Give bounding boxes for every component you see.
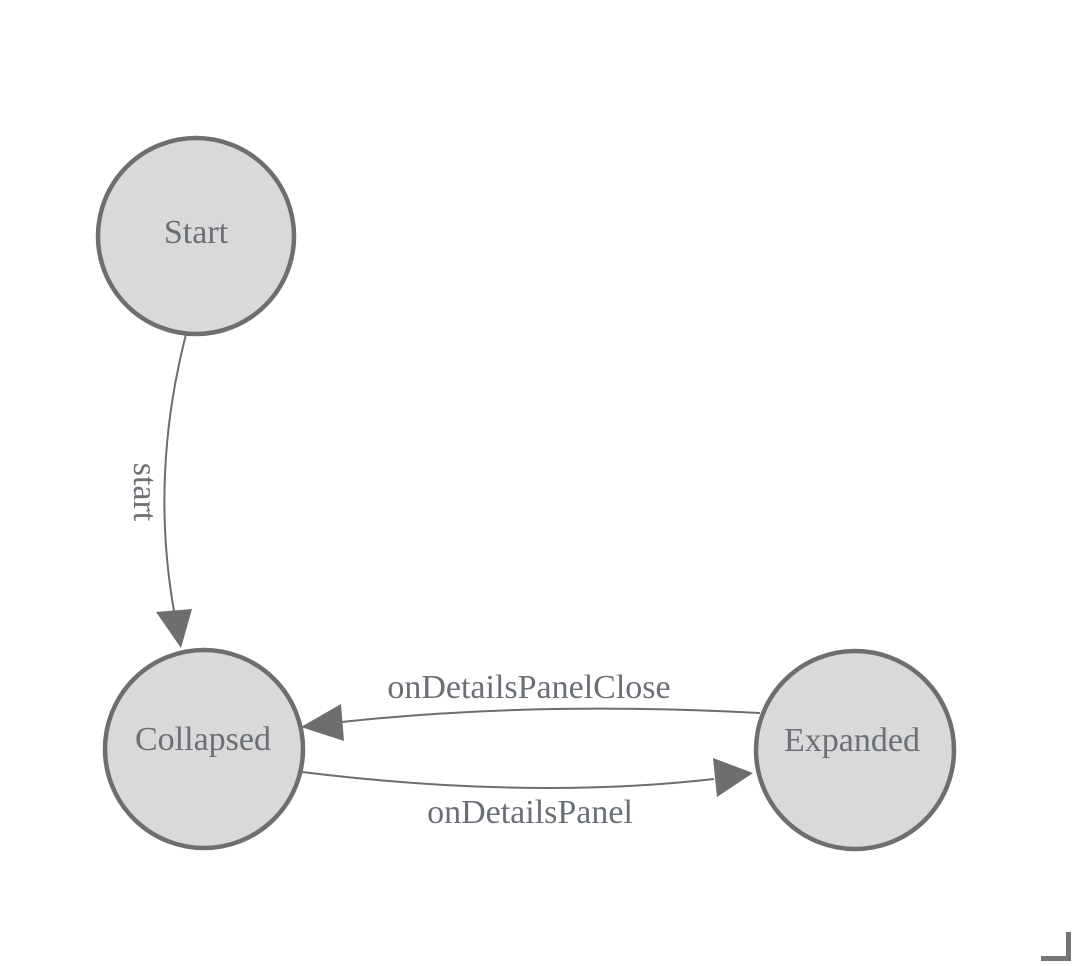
arrowhead-icon	[156, 609, 192, 648]
state-circle-start[interactable]	[95, 135, 297, 337]
arrowhead-icon	[301, 704, 344, 741]
edge-start-to-collapsed: start	[126, 333, 192, 648]
state-circle-collapsed[interactable]	[102, 647, 306, 851]
edge-line-ondetailspanel[interactable]	[301, 771, 715, 789]
edge-label-ondetailspanel: onDetailsPanel	[427, 794, 633, 831]
edge-label-start: start	[126, 463, 163, 522]
state-node-expanded: Expanded	[753, 648, 957, 852]
edge-collapsed-to-expanded: onDetailsPanel	[301, 758, 753, 831]
state-node-start: Start	[95, 135, 297, 337]
state-circle-expanded[interactable]	[753, 648, 957, 852]
arrowhead-icon	[713, 758, 753, 797]
edge-line-ondetailspanelclose[interactable]	[341, 707, 761, 723]
resize-corner-handle[interactable]	[1041, 932, 1071, 961]
edge-label-ondetailspanelclose: onDetailsPanelClose	[387, 669, 670, 706]
state-node-collapsed: Collapsed	[102, 647, 306, 851]
edge-expanded-to-collapsed: onDetailsPanelClose	[301, 669, 761, 741]
edge-line-start[interactable]	[163, 333, 187, 612]
